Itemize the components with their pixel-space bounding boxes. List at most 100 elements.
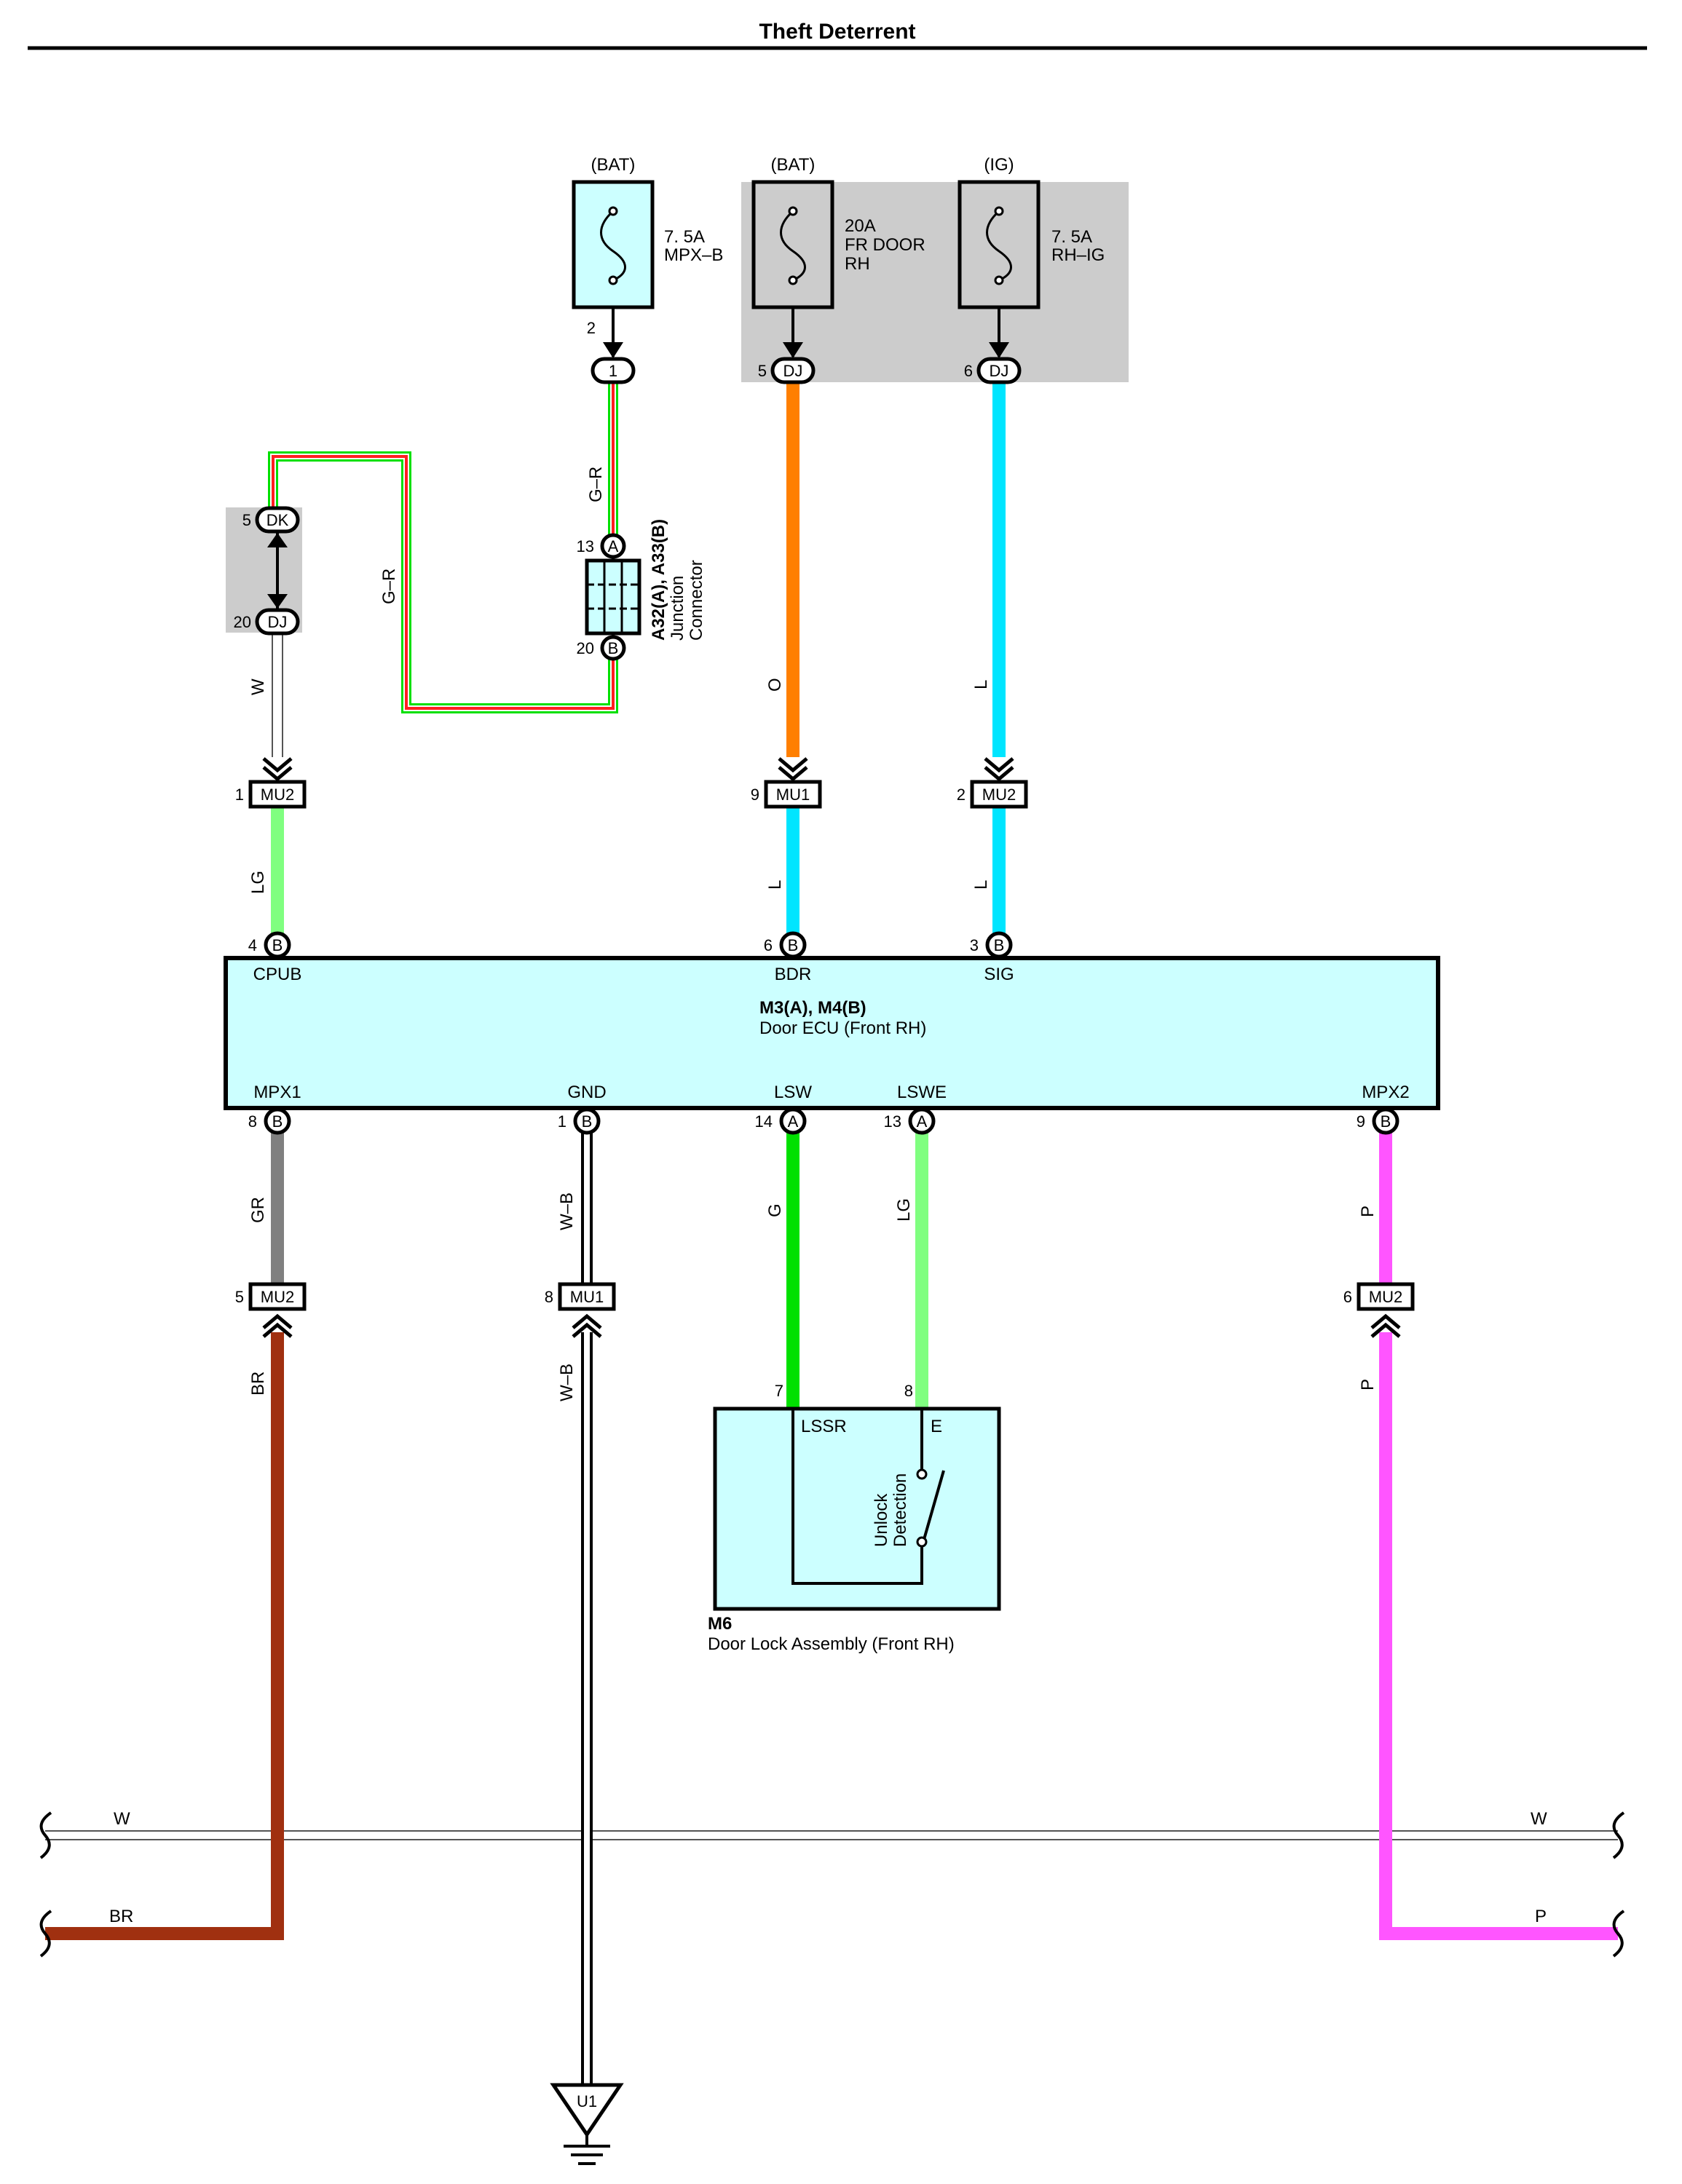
svg-text:5: 5 xyxy=(242,511,251,529)
door-lock-box xyxy=(713,1406,1001,1611)
ecu-pin-mpx1: MPX1 B 8 xyxy=(248,1083,301,1135)
svg-text:6: 6 xyxy=(1343,1288,1352,1306)
wire-label-w-top: W xyxy=(248,678,268,695)
svg-text:4: 4 xyxy=(248,936,257,954)
wire-label-p-horizontal: P xyxy=(1535,1907,1547,1926)
fuse-frdoor-source: (BAT) xyxy=(771,155,816,175)
door-lock-name: Door Lock Assembly (Front RH) xyxy=(708,1634,955,1654)
svg-text:MPX1: MPX1 xyxy=(253,1083,301,1102)
svg-text:2: 2 xyxy=(957,786,966,804)
chevrons-bottom xyxy=(262,1313,1401,1338)
svg-text:A32(A), A33(B): A32(A), A33(B) xyxy=(649,519,668,641)
svg-text:B: B xyxy=(582,1112,593,1131)
svg-text:5: 5 xyxy=(235,1288,244,1306)
ecu-pin-bdr: B 6 BDR xyxy=(764,931,811,984)
ecu-pin-lsw: LSW A 14 xyxy=(755,1083,812,1135)
fuse-frdoor-amp: 20A xyxy=(845,216,876,236)
ecu-pin-sig: B 3 SIG xyxy=(970,931,1014,984)
svg-text:Unlock: Unlock xyxy=(872,1493,891,1547)
svg-text:6: 6 xyxy=(764,936,773,954)
wire-label-gr-loop: G–R xyxy=(379,569,399,604)
svg-text:Detection: Detection xyxy=(891,1473,910,1547)
svg-text:Connector: Connector xyxy=(687,560,706,641)
fuse-mpxb-amp: 7. 5A xyxy=(664,227,705,247)
svg-text:MU2: MU2 xyxy=(1369,1288,1402,1306)
wire-label-wb-lower: W–B xyxy=(557,1364,577,1401)
svg-text:MU2: MU2 xyxy=(982,786,1016,804)
wire-label-w-right: W xyxy=(1531,1809,1547,1829)
page-title: Theft Deterrent xyxy=(759,20,915,44)
door-lock-e: E xyxy=(931,1417,942,1436)
connector-dj20: DJ 20 xyxy=(234,608,300,636)
svg-text:MU2: MU2 xyxy=(261,786,294,804)
wire-label-w-left: W xyxy=(114,1809,130,1829)
fuse-frdoor-name1: FR DOOR xyxy=(845,235,925,255)
svg-text:B: B xyxy=(272,936,283,954)
svg-text:6: 6 xyxy=(964,362,973,380)
svg-text:U1: U1 xyxy=(577,2092,597,2110)
svg-text:DK: DK xyxy=(266,511,289,529)
fuse-rhig-name: RH–IG xyxy=(1051,245,1105,265)
junction-label: A32(A), A33(B) Junction Connector xyxy=(649,519,706,641)
wire-brown xyxy=(45,1332,284,1940)
fuse-frdoor-element xyxy=(780,210,806,282)
ecu-pin-gnd: GND B 1 xyxy=(558,1083,607,1135)
svg-text:20: 20 xyxy=(577,639,594,657)
svg-text:5: 5 xyxy=(758,362,767,380)
fuse-arrows xyxy=(603,342,1009,358)
svg-text:9: 9 xyxy=(1357,1112,1365,1131)
wire-label-br-horizontal: BR xyxy=(109,1907,133,1926)
junction-pin-a13: A 13 xyxy=(577,533,626,559)
svg-text:A: A xyxy=(608,537,619,555)
door-lock-pin8: 8 xyxy=(904,1382,913,1400)
switch-contact-bottom xyxy=(916,1536,928,1548)
connector-dk5: DK 5 xyxy=(242,506,300,534)
wire-label-br-vertical: BR xyxy=(248,1372,268,1396)
svg-text:A: A xyxy=(917,1112,928,1131)
svg-text:CPUB: CPUB xyxy=(253,965,302,984)
svg-text:MU1: MU1 xyxy=(570,1288,604,1306)
ecu-name: Door ECU (Front RH) xyxy=(759,1018,926,1038)
connector-dj6: DJ 6 xyxy=(964,357,1022,384)
door-lock-lssr: LSSR xyxy=(801,1417,847,1436)
wire-label-gr: GR xyxy=(248,1197,268,1223)
svg-text:MU1: MU1 xyxy=(776,786,810,804)
connector-mu1-8: MU1 8 xyxy=(545,1282,616,1311)
svg-text:B: B xyxy=(994,936,1005,954)
fuse-mpxb-name: MPX–B xyxy=(664,245,723,265)
wire-label-l-top: L xyxy=(971,680,991,689)
wire-label-lg-cpub: LG xyxy=(248,871,268,894)
door-lock-id: M6 xyxy=(708,1614,732,1634)
svg-text:13: 13 xyxy=(884,1112,901,1131)
wire-label-p-upper: P xyxy=(1358,1206,1378,1217)
wire-label-wb-upper: W–B xyxy=(557,1192,577,1230)
svg-text:9: 9 xyxy=(751,786,759,804)
wire-label-l-sig: L xyxy=(971,880,991,890)
connector-mu2-2: MU2 2 xyxy=(957,780,1028,809)
svg-text:DJ: DJ xyxy=(990,362,1009,380)
ecu-id: M3(A), M4(B) xyxy=(759,998,866,1018)
svg-text:MPX2: MPX2 xyxy=(1362,1083,1409,1102)
svg-text:14: 14 xyxy=(755,1112,773,1131)
junction-pin-b20: B 20 xyxy=(577,635,626,661)
svg-text:LSWE: LSWE xyxy=(897,1083,947,1102)
svg-text:DJ: DJ xyxy=(268,613,288,631)
ground-symbol: U1 xyxy=(550,2083,624,2165)
ecu-pin-lswe: LSWE A 13 xyxy=(884,1083,947,1135)
connector-j1: 1 2 xyxy=(587,319,636,384)
svg-text:SIG: SIG xyxy=(984,965,1014,984)
wire-label-g: G xyxy=(765,1203,785,1217)
wire-break-symbols xyxy=(39,1811,1625,1958)
wire-gr-loop xyxy=(268,451,618,713)
ecu-pin-cpub: B 4 CPUB xyxy=(248,931,302,984)
connector-dj5: DJ 5 xyxy=(758,357,816,384)
fuse-mpxb-element xyxy=(600,210,626,282)
svg-text:2: 2 xyxy=(587,319,596,337)
wire-label-gr-upper: G–R xyxy=(586,467,606,502)
wire-label-lg-lswe: LG xyxy=(894,1198,914,1222)
junction-connector xyxy=(585,558,641,636)
ecu-pin-mpx2: MPX2 B 9 xyxy=(1357,1083,1410,1135)
svg-text:LSW: LSW xyxy=(774,1083,812,1102)
fuse-mpxb xyxy=(572,180,655,309)
